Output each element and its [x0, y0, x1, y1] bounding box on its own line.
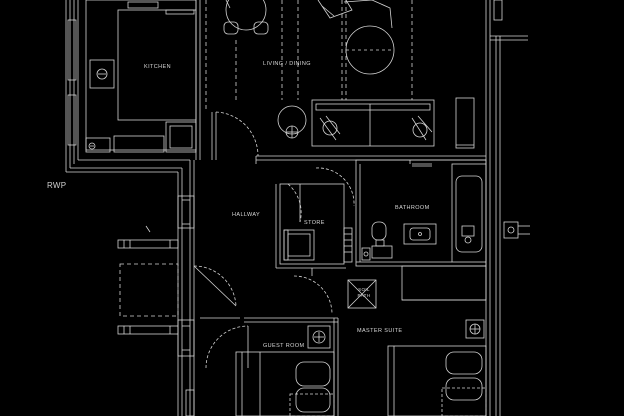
- tv-unit: [455, 97, 475, 149]
- dashed-lines: [235, 0, 413, 100]
- side-table: [277, 105, 307, 139]
- exterior-wall-right: [485, 0, 530, 416]
- guest-room: [205, 317, 339, 416]
- sofa: [311, 99, 435, 147]
- room-label-guest-room: GUEST ROOM: [263, 343, 305, 349]
- kitchen-units: [85, 0, 197, 153]
- master-suite: [293, 265, 487, 416]
- entrance-door: [193, 265, 240, 319]
- partition-kitchen-living: [195, 0, 217, 160]
- hallway-left-wall: [177, 160, 195, 416]
- store: [275, 167, 355, 269]
- armchair: [317, 0, 393, 29]
- dining-table: [223, 0, 269, 35]
- bathroom: [355, 159, 487, 267]
- external-ledges: [117, 225, 179, 335]
- room-label-bathroom: BATHROOM: [395, 205, 430, 211]
- soil-annotation-line2: PATH: [357, 293, 371, 298]
- room-label-living-dining: LIVING / DINING: [263, 61, 311, 67]
- room-label-kitchen: KITCHEN: [144, 64, 171, 70]
- round-table: [345, 25, 395, 75]
- soil-annotation-line1: SOIL: [358, 287, 370, 292]
- rwp-annotation: RWP: [47, 181, 67, 190]
- room-label-master-suite: MASTER SUITE: [357, 328, 403, 334]
- room-label-store: STORE: [304, 220, 325, 226]
- soil-annotation: SOIL PATH: [354, 287, 374, 299]
- room-label-hallway: HALLWAY: [232, 212, 261, 218]
- wall-living-bathroom: [215, 111, 486, 167]
- exterior-wall-left: [65, 0, 190, 173]
